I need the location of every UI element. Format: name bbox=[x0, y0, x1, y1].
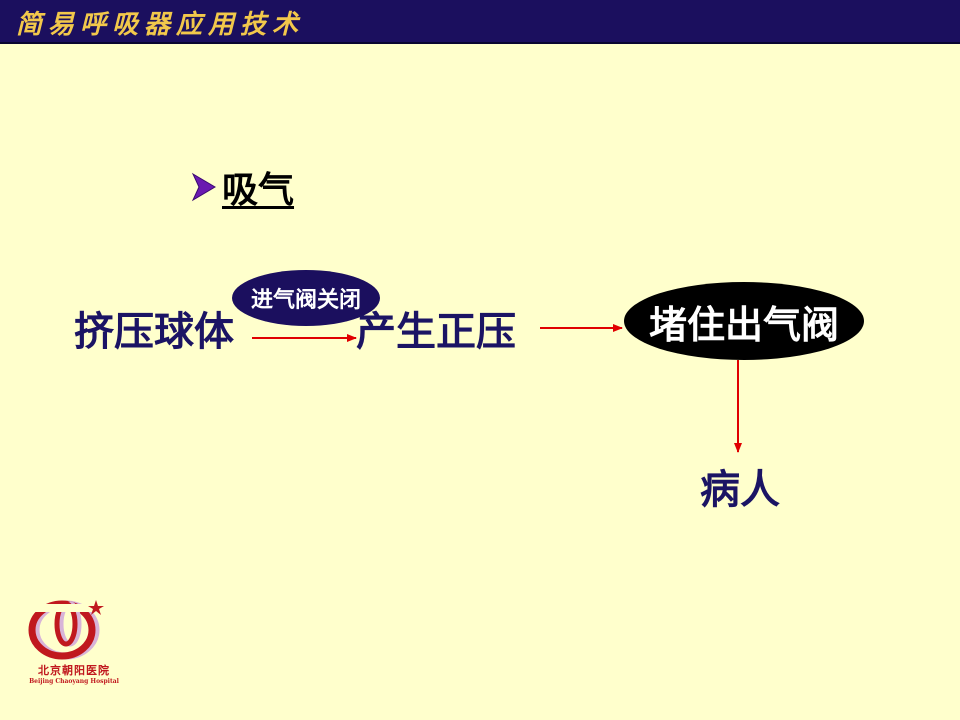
node-patient: 病人 bbox=[700, 467, 780, 513]
valve-close-label: 进气阀关闭 bbox=[232, 270, 380, 326]
node-block-outlet: 堵住出气阀 bbox=[624, 282, 864, 360]
hospital-name: 北京朝阳医院 bbox=[38, 664, 110, 677]
slide-title: 简易呼吸器应用技术 bbox=[16, 10, 305, 40]
bullet-text: 吸气 bbox=[222, 170, 295, 211]
hospital-logo: 北京朝阳医院 Beijing Chaoyang Hospital bbox=[26, 592, 122, 692]
node-positive-pressure: 产生正压 bbox=[356, 309, 516, 355]
arrow-bullet-icon bbox=[191, 172, 216, 202]
valve-close-text: 进气阀关闭 bbox=[250, 288, 361, 313]
node-squeeze-bulb: 挤压球体 bbox=[74, 309, 234, 355]
hospital-emblem-icon bbox=[28, 600, 104, 660]
bullet-item: 吸气 bbox=[190, 164, 295, 211]
block-outlet-text: 堵住出气阀 bbox=[648, 302, 839, 347]
hospital-english-name: Beijing Chaoyang Hospital bbox=[29, 678, 119, 685]
title-bar: 简易呼吸器应用技术 bbox=[0, 0, 960, 44]
